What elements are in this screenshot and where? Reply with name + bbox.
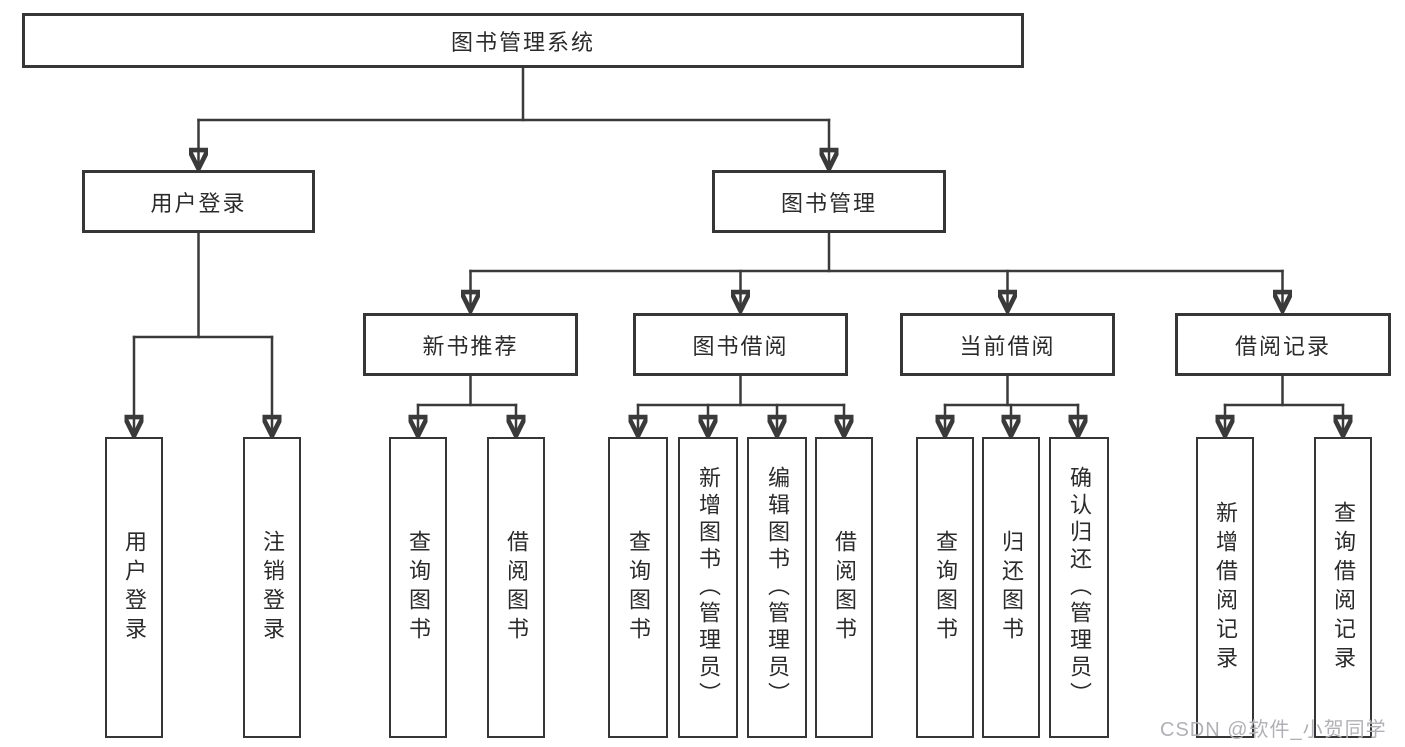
leaf-query-borrow-record: 查询借阅记录 — [1314, 437, 1372, 738]
leaf-return-books: 归还图书 — [982, 437, 1040, 738]
leaf-borrow-books-recommend: 借阅图书 — [487, 437, 545, 738]
node-book-management: 图书管理 — [712, 170, 946, 233]
leaf-user-login: 用户登录 — [105, 437, 163, 738]
node-borrowing-records: 借阅记录 — [1175, 313, 1391, 376]
leaf-query-books-borrowing: 查询图书 — [608, 437, 668, 738]
csdn-watermark: CSDN @软件_小贺同学 — [1160, 719, 1387, 741]
node-new-book-recommend: 新书推荐 — [363, 313, 578, 376]
node-user-login: 用户登录 — [82, 170, 315, 233]
node-current-borrowing: 当前借阅 — [900, 313, 1115, 376]
leaf-add-borrow-record: 新增借阅记录 — [1196, 437, 1254, 738]
node-book-borrowing: 图书借阅 — [633, 313, 848, 376]
node-root-library-system: 图书管理系统 — [22, 13, 1024, 68]
leaf-add-books-admin: 新增图书（管理员） — [678, 437, 738, 738]
leaf-borrow-books: 借阅图书 — [815, 437, 873, 738]
leaf-logout: 注销登录 — [243, 437, 301, 738]
leaf-confirm-return-admin: 确认归还（管理员） — [1049, 437, 1109, 738]
leaf-query-books-recommend: 查询图书 — [389, 437, 447, 738]
leaf-query-books-current: 查询图书 — [916, 437, 974, 738]
leaf-edit-books-admin: 编辑图书（管理员） — [747, 437, 807, 738]
